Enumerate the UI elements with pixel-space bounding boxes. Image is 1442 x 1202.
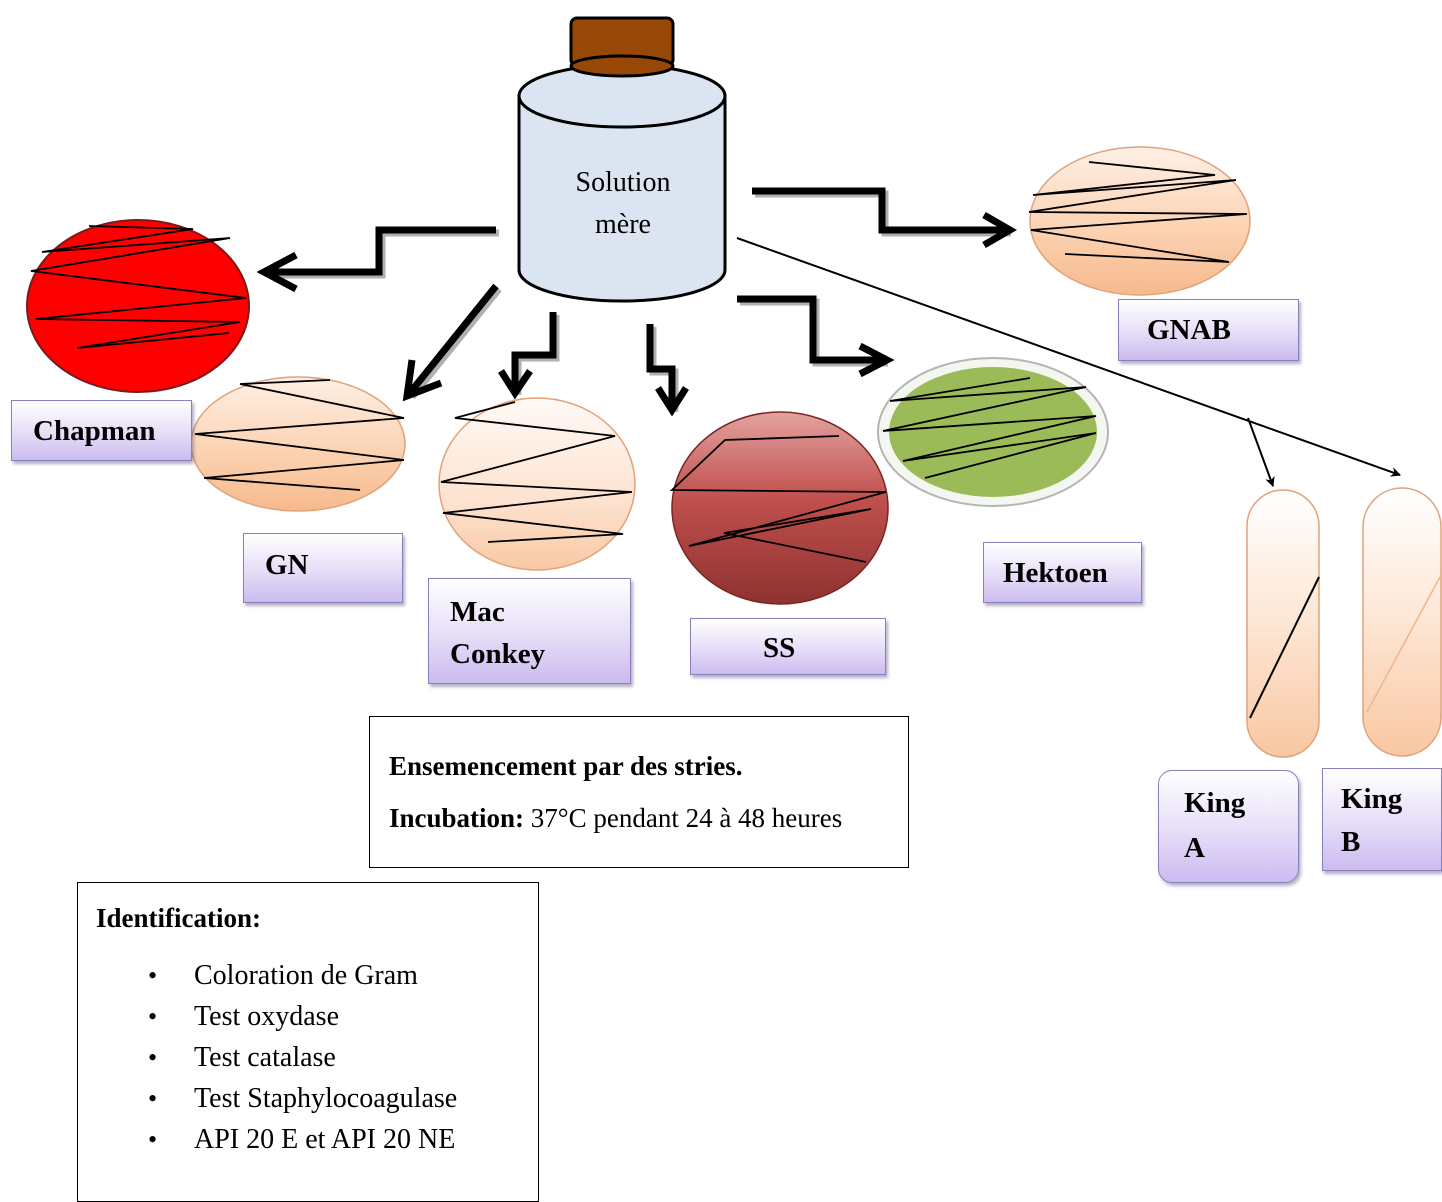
streak-lines [669,435,887,563]
chapman-plate [26,219,250,393]
identification-list: Coloration de Gram Test oxydase Test cat… [78,955,457,1160]
hektoen-plate [877,357,1109,507]
king-b-label: King B [1322,768,1442,871]
ss-plate [669,411,889,605]
arrow-to-chapman [256,226,499,293]
arrow-to-macconkey [498,312,560,400]
streak-lines [882,377,1097,479]
arrow-to-gn [402,283,502,402]
gn-label: GN [243,533,403,603]
streak-lines [30,225,247,349]
stock-solution-bottle [517,16,727,303]
gn-plate [190,376,406,512]
macconkey-plate [438,397,636,571]
arrow-to-ss [646,324,689,417]
list-item: Test oxydase [148,996,457,1037]
identification-box: Identification: Coloration de Gram Test … [77,882,539,1202]
streak-lines [1028,161,1248,263]
streak-lines [194,379,405,491]
king-a-tube [1246,489,1320,758]
list-item: API 20 E et API 20 NE [148,1119,457,1160]
gnab-label: GNAB [1118,299,1299,361]
arrow-to-gnab [752,187,1018,249]
chapman-label: Chapman [11,400,192,461]
king-b-tube [1362,487,1442,757]
bottle-body [517,96,727,303]
incubation-line: Incubation: 37°C pendant 24 à 48 heures [389,803,842,834]
bottle-label-line2: mère [595,209,651,240]
hektoen-label: Hektoen [983,542,1142,603]
list-item: Coloration de Gram [148,955,457,996]
arrow-to-hektoen [737,295,895,378]
identification-title: Identification: [96,903,261,933]
gnab-plate [1028,146,1251,296]
list-item: Test Staphylocoagulase [148,1078,457,1119]
culture-heading: Ensemencement par des stries. [389,751,743,781]
bottle-label: Solution mère [520,162,726,246]
streak-lines [440,401,633,543]
arrows [256,187,1401,487]
incubation-text: 37°C pendant 24 à 48 heures [530,803,843,833]
bottle-label-line1: Solution [575,167,671,198]
macconkey-label: Mac Conkey [428,578,631,684]
king-a-label: King A [1158,770,1299,883]
incubation-label: Incubation: [389,803,525,833]
ss-label: SS [690,618,886,675]
arrow-to-king-tubes [736,237,1401,487]
list-item: Test catalase [148,1037,457,1078]
culture-conditions-box: Ensemencement par des stries. Incubation… [369,716,909,868]
